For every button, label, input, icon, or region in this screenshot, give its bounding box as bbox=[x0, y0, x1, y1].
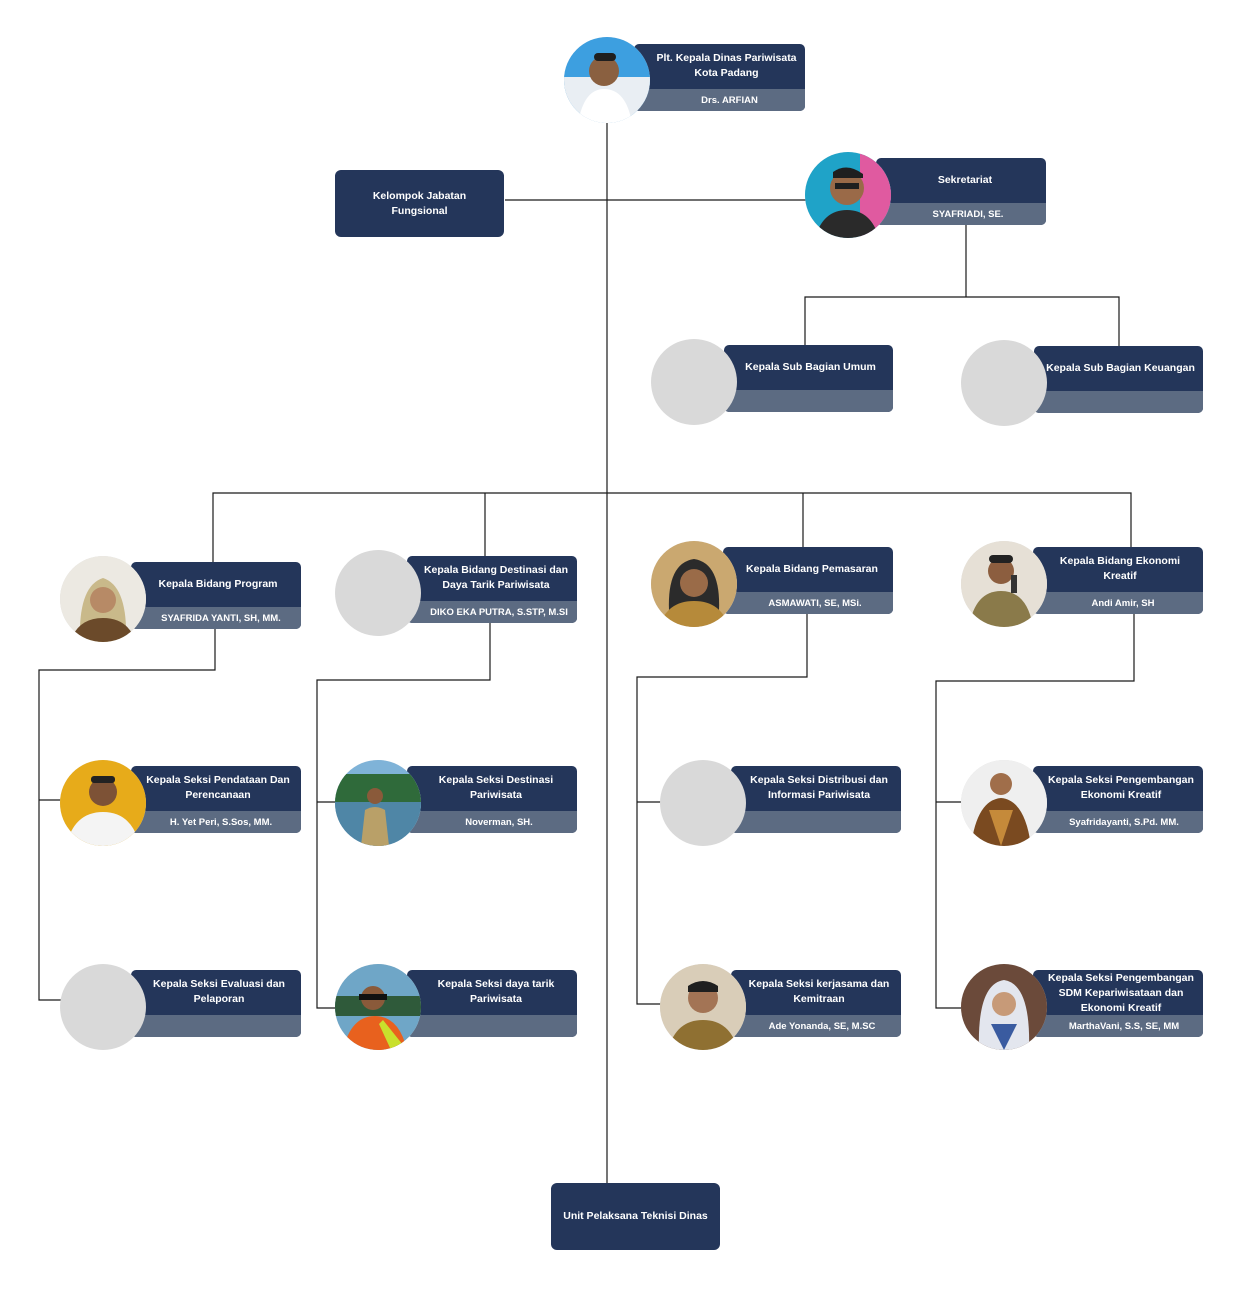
seksi-distribusi-photo-placeholder bbox=[660, 760, 746, 846]
seksi-daya-tarik-card[interactable]: Kepala Seksi daya tarik Pariwisata bbox=[407, 970, 577, 1037]
seksi-sdm-photo bbox=[961, 964, 1047, 1050]
seksi-destinasi-title: Kepala Seksi Destinasi Pariwisata bbox=[438, 774, 554, 801]
sub-umum-card[interactable]: Kepala Sub Bagian Umum bbox=[724, 345, 893, 412]
sub-umum-title: Kepala Sub Bagian Umum bbox=[745, 360, 876, 373]
bidang-pemasaran-photo bbox=[651, 541, 737, 627]
seksi-kerjasama-title: Kepala Seksi kerjasama dan Kemitraan bbox=[748, 978, 890, 1005]
seksi-daya-tarik-name bbox=[407, 1015, 577, 1037]
secretariat-photo bbox=[805, 152, 891, 238]
bidang-destinasi-name: DIKO EKA PUTRA, S.STP, M.SI bbox=[407, 601, 577, 623]
bidang-program-title: Kepala Bidang Program bbox=[158, 577, 278, 590]
seksi-distribusi-title: Kepala Seksi Distribusi dan Informasi Pa… bbox=[750, 774, 888, 801]
secretariat-title: Sekretariat bbox=[937, 173, 993, 186]
destinasi-branch-line bbox=[316, 622, 491, 1009]
seksi-sdm-card[interactable]: Kepala Seksi Pengembangan SDM Kepariwisa… bbox=[1033, 970, 1203, 1037]
head-photo bbox=[564, 37, 650, 123]
secretariat-card[interactable]: Sekretariat SYAFRIADI, SE. bbox=[876, 158, 1046, 225]
seksi-evaluasi-photo-placeholder bbox=[60, 964, 146, 1050]
seksi-kerjasama-card[interactable]: Kepala Seksi kerjasama dan Kemitraan Ade… bbox=[731, 970, 901, 1037]
seksi-daya-tarik-photo bbox=[335, 964, 421, 1050]
bidang-lines bbox=[212, 492, 1132, 564]
seksi-evaluasi-title: Kepala Seksi Evaluasi dan Pelaporan bbox=[153, 978, 285, 1005]
seksi-pengembangan-ekraf-photo bbox=[961, 760, 1047, 846]
seksi-distribusi-card[interactable]: Kepala Seksi Distribusi dan Informasi Pa… bbox=[731, 766, 901, 833]
seksi-sdm-name: MarthaVani, S.S, SE, MM bbox=[1033, 1015, 1203, 1037]
functional-group-box[interactable]: Kelompok Jabatan Fungsional bbox=[335, 170, 504, 237]
secretariat-name: SYAFRIADI, SE. bbox=[876, 203, 1046, 225]
head-title: Plt. Kepala Dinas Pariwisata Kota Padang bbox=[656, 52, 797, 79]
sub-keuangan-card[interactable]: Kepala Sub Bagian Keuangan bbox=[1034, 346, 1203, 413]
seksi-destinasi-name: Noverman, SH. bbox=[407, 811, 577, 833]
seksi-evaluasi-name bbox=[131, 1015, 301, 1037]
seksi-destinasi-card[interactable]: Kepala Seksi Destinasi Pariwisata Noverm… bbox=[407, 766, 577, 833]
sub-keuangan-title: Kepala Sub Bagian Keuangan bbox=[1046, 361, 1195, 374]
bidang-program-photo bbox=[60, 556, 146, 642]
seksi-pendataan-photo bbox=[60, 760, 146, 846]
seksi-distribusi-name bbox=[731, 811, 901, 833]
bidang-destinasi-title: Kepala Bidang Destinasi dan Daya Tarik P… bbox=[423, 564, 569, 591]
bidang-pemasaran-name: ASMAWATI, SE, MSi. bbox=[723, 592, 893, 614]
seksi-pendataan-name: H. Yet Peri, S.Sos, MM. bbox=[131, 811, 301, 833]
program-branch-line bbox=[38, 628, 216, 1001]
seksi-evaluasi-card[interactable]: Kepala Seksi Evaluasi dan Pelaporan bbox=[131, 970, 301, 1037]
head-card[interactable]: Plt. Kepala Dinas Pariwisata Kota Padang… bbox=[634, 44, 805, 111]
bidang-ekonomi-photo bbox=[961, 541, 1047, 627]
bidang-ekonomi-name: Andi Amir, SH bbox=[1033, 592, 1203, 614]
seksi-pengembangan-ekraf-title: Kepala Seksi Pengembangan Ekonomi Kreati… bbox=[1048, 774, 1194, 801]
bidang-program-card[interactable]: Kepala Bidang Program SYAFRIDA YANTI, SH… bbox=[131, 562, 301, 629]
seksi-pendataan-title: Kepala Seksi Pendataan Dan Perencanaan bbox=[146, 774, 290, 801]
seksi-sdm-title: Kepala Seksi Pengembangan SDM Kepariwisa… bbox=[1048, 971, 1194, 1014]
seksi-kerjasama-photo bbox=[660, 964, 746, 1050]
sub-keuangan-name bbox=[1034, 391, 1203, 413]
head-name: Drs. ARFIAN bbox=[634, 89, 805, 111]
upt-box[interactable]: Unit Pelaksana Teknisi Dinas bbox=[551, 1183, 720, 1250]
seksi-pengembangan-ekraf-card[interactable]: Kepala Seksi Pengembangan Ekonomi Kreati… bbox=[1033, 766, 1203, 833]
bidang-destinasi-card[interactable]: Kepala Bidang Destinasi dan Daya Tarik P… bbox=[407, 556, 577, 623]
seksi-pendataan-card[interactable]: Kepala Seksi Pendataan Dan Perencanaan H… bbox=[131, 766, 301, 833]
sub-keuangan-photo-placeholder bbox=[961, 340, 1047, 426]
pemasaran-branch-line bbox=[636, 613, 808, 1005]
sub-umum-photo-placeholder bbox=[651, 339, 737, 425]
seksi-kerjasama-name: Ade Yonanda, SE, M.SC bbox=[731, 1015, 901, 1037]
bidang-program-name: SYAFRIDA YANTI, SH, MM. bbox=[131, 607, 301, 629]
seksi-daya-tarik-title: Kepala Seksi daya tarik Pariwisata bbox=[437, 978, 555, 1005]
bidang-pemasaran-card[interactable]: Kepala Bidang Pemasaran ASMAWATI, SE, MS… bbox=[723, 547, 893, 614]
subbagian-lines bbox=[804, 224, 1120, 347]
sub-umum-name bbox=[724, 390, 893, 412]
seksi-pengembangan-ekraf-name: Syafridayanti, S.Pd. MM. bbox=[1033, 811, 1203, 833]
bidang-ekonomi-title: Kepala Bidang Ekonomi Kreatif bbox=[1059, 555, 1181, 582]
bidang-ekonomi-card[interactable]: Kepala Bidang Ekonomi Kreatif Andi Amir,… bbox=[1033, 547, 1203, 614]
ekonomi-branch-line bbox=[935, 613, 1135, 1009]
bidang-destinasi-photo-placeholder bbox=[335, 550, 421, 636]
seksi-destinasi-photo bbox=[335, 760, 421, 846]
bidang-pemasaran-title: Kepala Bidang Pemasaran bbox=[746, 562, 878, 575]
